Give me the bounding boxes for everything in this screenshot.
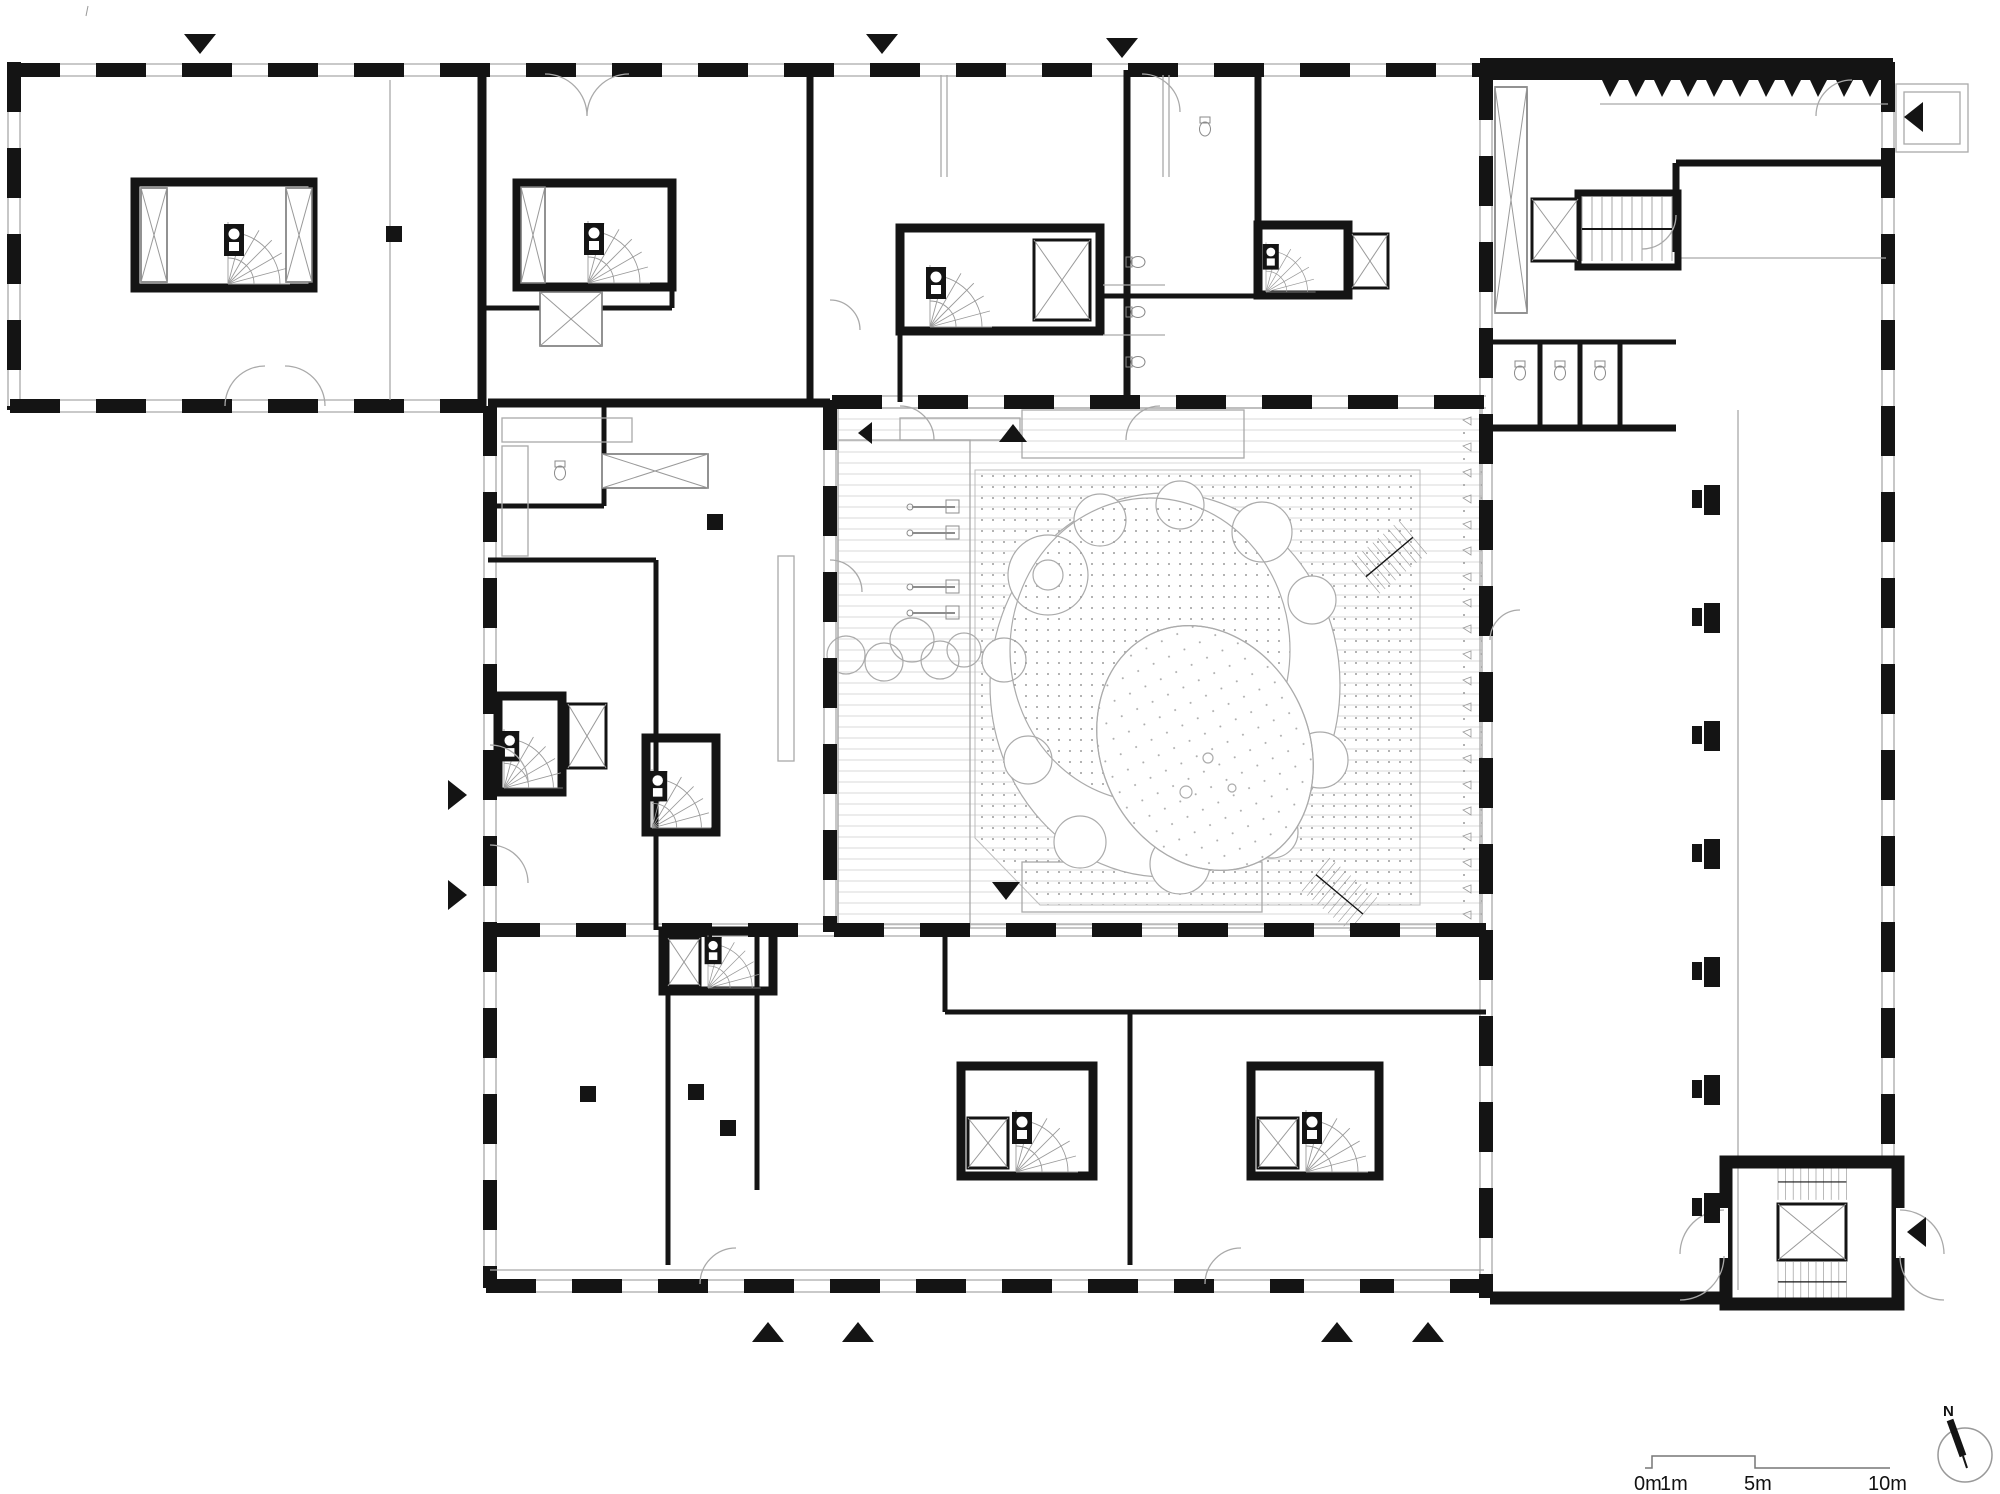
marker-left-icon xyxy=(858,422,872,444)
marker-down-icon xyxy=(992,882,1020,900)
stray-mark xyxy=(85,5,89,17)
marker-down-icon xyxy=(184,34,216,54)
vestibule-stair-upper xyxy=(1777,1163,1848,1201)
vestibule-stair-lower xyxy=(1777,1261,1848,1303)
scale-label-0m: 0m xyxy=(1634,1473,1662,1494)
scale-label-10m: 10m xyxy=(1868,1473,1907,1494)
marker-right-icon xyxy=(448,780,467,810)
marker-down-icon xyxy=(866,34,898,54)
winder-stair xyxy=(499,728,564,789)
play-structure xyxy=(981,480,1349,895)
scale-label-1m: 1m xyxy=(1660,1473,1688,1494)
spiral-stair xyxy=(1011,1109,1079,1173)
spiral-stair xyxy=(583,220,651,284)
winder-stair xyxy=(704,934,762,989)
exterior-walls xyxy=(7,58,1969,1305)
north-compass: N xyxy=(1937,1403,1993,1483)
elevators xyxy=(140,86,1580,1170)
scale-bar: 0m 1m 5m 10m xyxy=(1634,1455,1907,1494)
gravel-strip-east xyxy=(1454,408,1482,928)
spiral-stair xyxy=(223,221,291,285)
entry-canopy-north-east xyxy=(1895,83,1969,153)
interior-walls xyxy=(477,70,1886,1290)
marker-up-icon xyxy=(842,1322,874,1342)
play-equipment xyxy=(906,499,960,620)
sand-mound-low xyxy=(1096,625,1314,871)
north-label: N xyxy=(1943,1403,1954,1420)
columns xyxy=(386,226,1720,1223)
marker-up-icon xyxy=(752,1322,784,1342)
marker-right-icon xyxy=(448,880,467,910)
scale-label-5m: 5m xyxy=(1744,1473,1772,1494)
fixtures xyxy=(501,116,1606,762)
wall-north-sawtooth xyxy=(1480,58,1893,105)
marker-up-icon xyxy=(999,424,1027,442)
direction-markers xyxy=(184,34,1926,1342)
spiral-stair xyxy=(1262,241,1316,293)
north-needle-icon xyxy=(1946,1418,1967,1458)
marker-up-icon xyxy=(1412,1322,1444,1342)
spiral-stair xyxy=(925,264,993,328)
trees xyxy=(826,617,982,682)
spiral-stair xyxy=(1301,1109,1369,1173)
entry-vestibule xyxy=(1679,1155,1945,1311)
marker-down-icon xyxy=(1106,38,1138,58)
gravel-strip-north xyxy=(1021,409,1245,459)
straight-stair xyxy=(1581,196,1673,262)
hall-piers xyxy=(1692,485,1720,1223)
glass-partitions xyxy=(389,75,1170,400)
marker-up-icon xyxy=(1321,1322,1353,1342)
marker-left-icon xyxy=(1904,102,1923,132)
stair-cores xyxy=(130,177,1848,1303)
compass-circle xyxy=(1937,1427,1993,1483)
planter-ring xyxy=(1032,559,1064,591)
marker-left-icon xyxy=(1907,1217,1926,1247)
door-swings xyxy=(224,73,1853,1285)
